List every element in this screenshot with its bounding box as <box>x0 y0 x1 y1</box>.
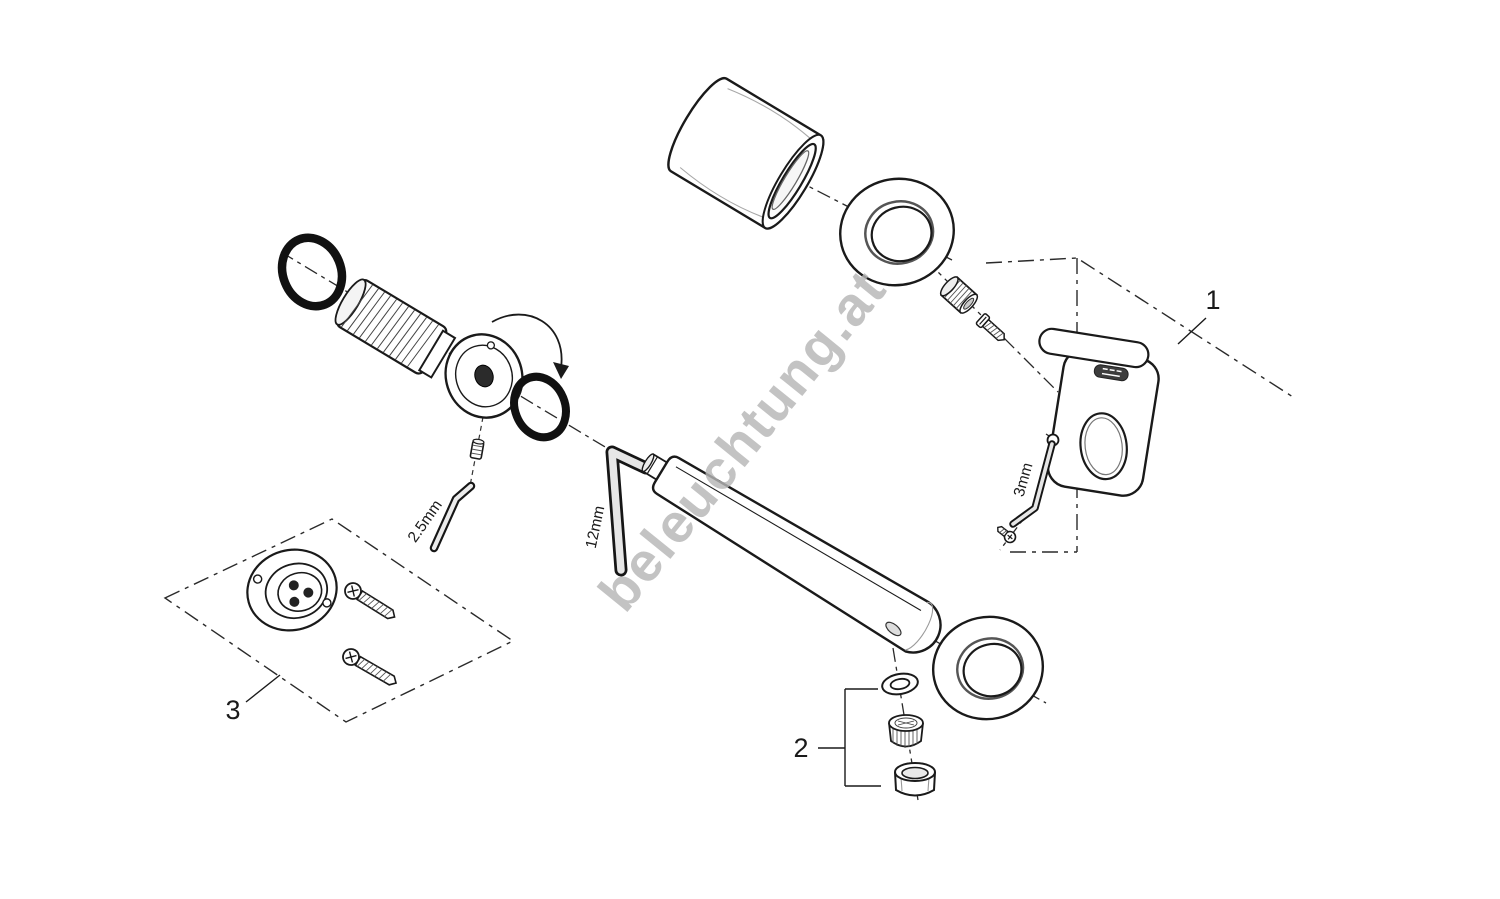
wall-rosette-top <box>839 177 955 287</box>
allen-key-3mm <box>1009 433 1060 528</box>
callout-3-leader <box>245 674 281 703</box>
callout-3-label: 3 <box>225 695 240 725</box>
mounting-screw-2 <box>342 648 398 686</box>
oval-cutout <box>1079 412 1128 481</box>
spout <box>641 452 942 654</box>
o-ring-1 <box>277 233 347 311</box>
washer <box>881 672 919 696</box>
escutcheon-sleeve <box>667 76 825 230</box>
o-ring-2 <box>510 372 570 442</box>
aerator-ring <box>894 762 936 797</box>
lever-handle <box>1038 327 1150 369</box>
group3-frame <box>163 518 515 723</box>
allen-key-12mm <box>605 445 653 577</box>
mounting-screw-1 <box>344 582 396 620</box>
threaded-cartridge-body <box>334 278 457 379</box>
group-frames <box>163 257 1294 723</box>
grub-screw-axis <box>469 416 484 487</box>
grub-screw <box>469 438 485 460</box>
rotation-arrow <box>491 313 569 379</box>
brand-badge <box>1093 364 1129 382</box>
callout-leaders <box>245 317 1207 787</box>
adapter-nut <box>939 276 979 314</box>
spout-rosette <box>931 615 1045 721</box>
callout-2-bracket <box>818 688 881 787</box>
fixing-screw <box>975 313 1005 342</box>
plate-fixing-screw <box>997 525 1017 544</box>
cartridge-flange-disc <box>444 333 524 419</box>
callout-1-leader <box>1177 317 1207 345</box>
group1-frame <box>985 257 1294 398</box>
callout-2-label: 2 <box>793 733 808 763</box>
callout-1-label: 1 <box>1205 285 1220 315</box>
spout-connector <box>641 452 669 481</box>
lever-plate <box>1038 327 1160 497</box>
aerator-socket <box>885 621 902 637</box>
aerator-insert <box>888 714 924 748</box>
allen-key-2-5mm <box>429 481 476 553</box>
wall-mount-flange <box>246 548 338 632</box>
allen-key-12-label: 12mm <box>583 504 609 550</box>
allen-key-3-label: 3mm <box>1011 461 1037 499</box>
